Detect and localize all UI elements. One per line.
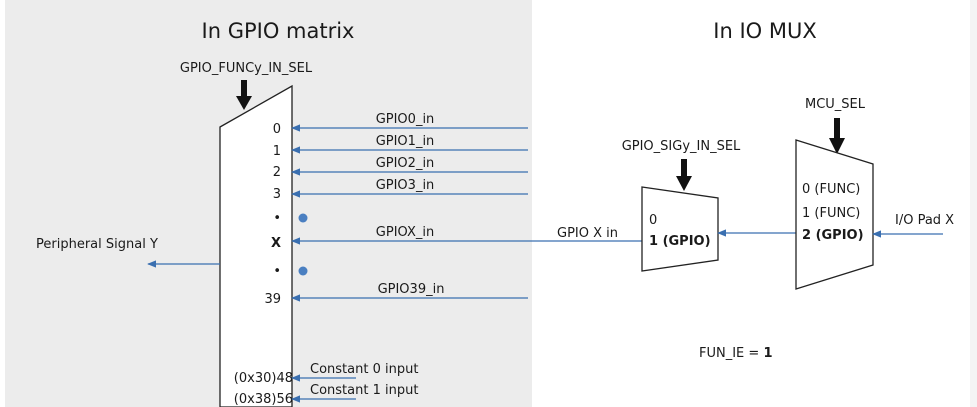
- io-mux-body: [795, 139, 874, 290]
- gpio-x-in-label: GPIO X in: [557, 226, 618, 241]
- gpio-sig-in-sel-label: GPIO_SIGy_IN_SEL: [622, 139, 741, 154]
- gpio-func-in-sel-label: GPIO_FUNCy_IN_SEL: [180, 61, 313, 76]
- gpio-matrix-title: In GPIO matrix: [202, 19, 355, 43]
- gpio-sig-sel-arrow: [676, 159, 692, 191]
- sig-mux-input-0: 0: [649, 213, 657, 228]
- gpio0-in-label: GPIO0_in: [376, 112, 435, 127]
- gpio-matrix-mux-body: [219, 84, 293, 407]
- mux-index-3: 3: [273, 187, 281, 202]
- mcu-sel-label: MCU_SEL: [805, 97, 866, 112]
- mux-index-x: X: [271, 236, 281, 251]
- constant1-label: Constant 1 input: [310, 383, 418, 398]
- constant0-label: Constant 0 input: [310, 362, 418, 377]
- mux-index-0: 0: [273, 122, 281, 137]
- gpio2-in-label: GPIO2_in: [376, 156, 435, 171]
- io-mux-input-0: 0 (FUNC): [802, 182, 860, 197]
- mux-index-1: 1: [273, 144, 281, 159]
- mux-index-56: (0x38)56: [234, 392, 293, 407]
- io-pad-label: I/O Pad X: [895, 213, 954, 228]
- right-edge-strip: [970, 0, 977, 407]
- mux-index-48: (0x30)48: [234, 371, 293, 386]
- mux-index-dot-upper: •: [273, 211, 281, 226]
- gpio39-in-label: GPIO39_in: [378, 282, 445, 297]
- gpiox-in-label: GPIOX_in: [376, 225, 434, 240]
- mux-index-39: 39: [264, 292, 281, 307]
- ellipsis-dot-lower: [298, 266, 308, 276]
- sig-mux-input-1: 1 (GPIO): [649, 234, 711, 249]
- io-mux-title: In IO MUX: [713, 19, 816, 43]
- gpio3-in-label: GPIO3_in: [376, 178, 435, 193]
- io-mux-input-1: 1 (FUNC): [802, 206, 860, 221]
- sig-mux-body: [641, 186, 719, 272]
- fun-ie-label: FUN_IE = 1: [699, 346, 772, 361]
- gpio-func-sel-arrow: [236, 80, 252, 110]
- mux-index-dot-lower: •: [273, 264, 281, 279]
- io-mux-input-2: 2 (GPIO): [802, 228, 864, 243]
- mcu-sel-arrow: [829, 118, 845, 154]
- peripheral-signal-label: Peripheral Signal Y: [36, 237, 158, 252]
- fun-ie-value: 1: [763, 346, 772, 361]
- mux-index-2: 2: [273, 165, 281, 180]
- ellipsis-dot-upper: [298, 213, 308, 223]
- gpio1-in-label: GPIO1_in: [376, 134, 435, 149]
